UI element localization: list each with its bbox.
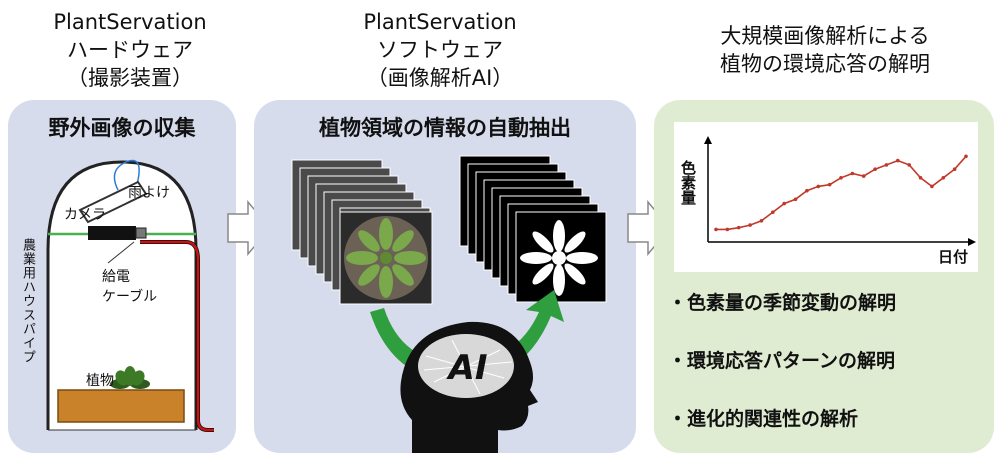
- house-pipe: [46, 160, 198, 430]
- chart-xlabel: 日付: [938, 248, 969, 266]
- header-line: 植物の環境応答の解明: [720, 52, 930, 76]
- data-point: [736, 225, 741, 230]
- finding-item: ・色素量の季節変動の解明: [668, 292, 897, 314]
- data-point: [884, 163, 889, 167]
- rain-cover: [78, 180, 148, 224]
- data-point: [907, 163, 911, 167]
- data-point: [941, 176, 946, 180]
- data-point: [918, 176, 923, 180]
- data-point: [816, 184, 821, 189]
- raw-image-stack: [291, 159, 433, 305]
- data-point: [771, 210, 775, 214]
- data-point: [782, 201, 786, 206]
- header-line: PlantServation: [53, 10, 207, 34]
- data-point: [725, 227, 730, 232]
- ai-label: AI: [448, 348, 488, 388]
- finding-item: ・進化的関連性の解析: [668, 408, 859, 430]
- data-point: [964, 154, 968, 159]
- data-point: [759, 219, 764, 223]
- column-header-hardware: PlantServation ハードウェア （撮影装置）: [20, 8, 240, 92]
- pipe-label: 農業用ハウスパイプ: [20, 238, 35, 364]
- series-line: [716, 155, 967, 231]
- mask-image-stack: [459, 155, 607, 303]
- data-point: [873, 167, 877, 171]
- rain-cover-label: 雨よけ: [128, 185, 170, 201]
- plant-label: 植物: [86, 373, 114, 389]
- data-point: [839, 176, 843, 180]
- header-line: ソフトウェア: [377, 38, 503, 62]
- data-point: [805, 188, 809, 193]
- column-header-software: PlantServation ソフトウェア （画像解析AI）: [330, 8, 550, 92]
- chart-ylabel: 色素量: [679, 160, 697, 205]
- x-axis-arrowhead: [968, 238, 976, 246]
- panel-hardware: 野外画像の収集 雨よけ カメラ 給電 ケーブル 農業用ハウスパイ: [8, 100, 236, 453]
- camera: [88, 226, 136, 240]
- header-line: ハードウェア: [67, 38, 193, 62]
- chart-box: [674, 122, 978, 272]
- plant: [110, 366, 150, 389]
- data-point: [896, 158, 900, 163]
- camera-label: カメラ: [64, 207, 106, 223]
- header-line: PlantServation: [363, 10, 517, 34]
- data-point: [861, 174, 866, 178]
- data-point: [952, 167, 957, 171]
- header-line: （画像解析AI）: [366, 66, 514, 90]
- data-point: [793, 197, 798, 202]
- data-point: [714, 227, 718, 232]
- cable-label-line2: ケーブル: [102, 289, 158, 305]
- image-stacks-illustration: [291, 155, 607, 453]
- data-point: [748, 223, 752, 227]
- greenhouse-illustration: [46, 159, 214, 432]
- data-point: [930, 184, 934, 189]
- column-header-analysis: 大規模画像解析による 植物の環境応答の解明: [665, 22, 985, 78]
- panel-software: 植物領域の情報の自動抽出: [254, 100, 636, 453]
- panel-analysis: 色素量 日付 ・色素量の季節変動の解明 ・環境応答パターンの解明 ・進化的関連性…: [654, 100, 994, 453]
- panel-title: 野外画像の収集: [48, 116, 196, 140]
- y-axis-arrowhead: [704, 136, 712, 144]
- finding-item: ・環境応答パターンの解明: [668, 350, 896, 372]
- data-point: [827, 182, 832, 187]
- header-line: （撮影装置）: [67, 66, 193, 90]
- soil-bed: [57, 389, 185, 423]
- panel-title: 植物領域の情報の自動抽出: [319, 116, 571, 140]
- pigment-chart: [704, 136, 976, 246]
- data-point: [850, 171, 855, 176]
- cable-label-line1: 給電: [102, 269, 130, 285]
- header-line: 大規模画像解析による: [720, 24, 930, 48]
